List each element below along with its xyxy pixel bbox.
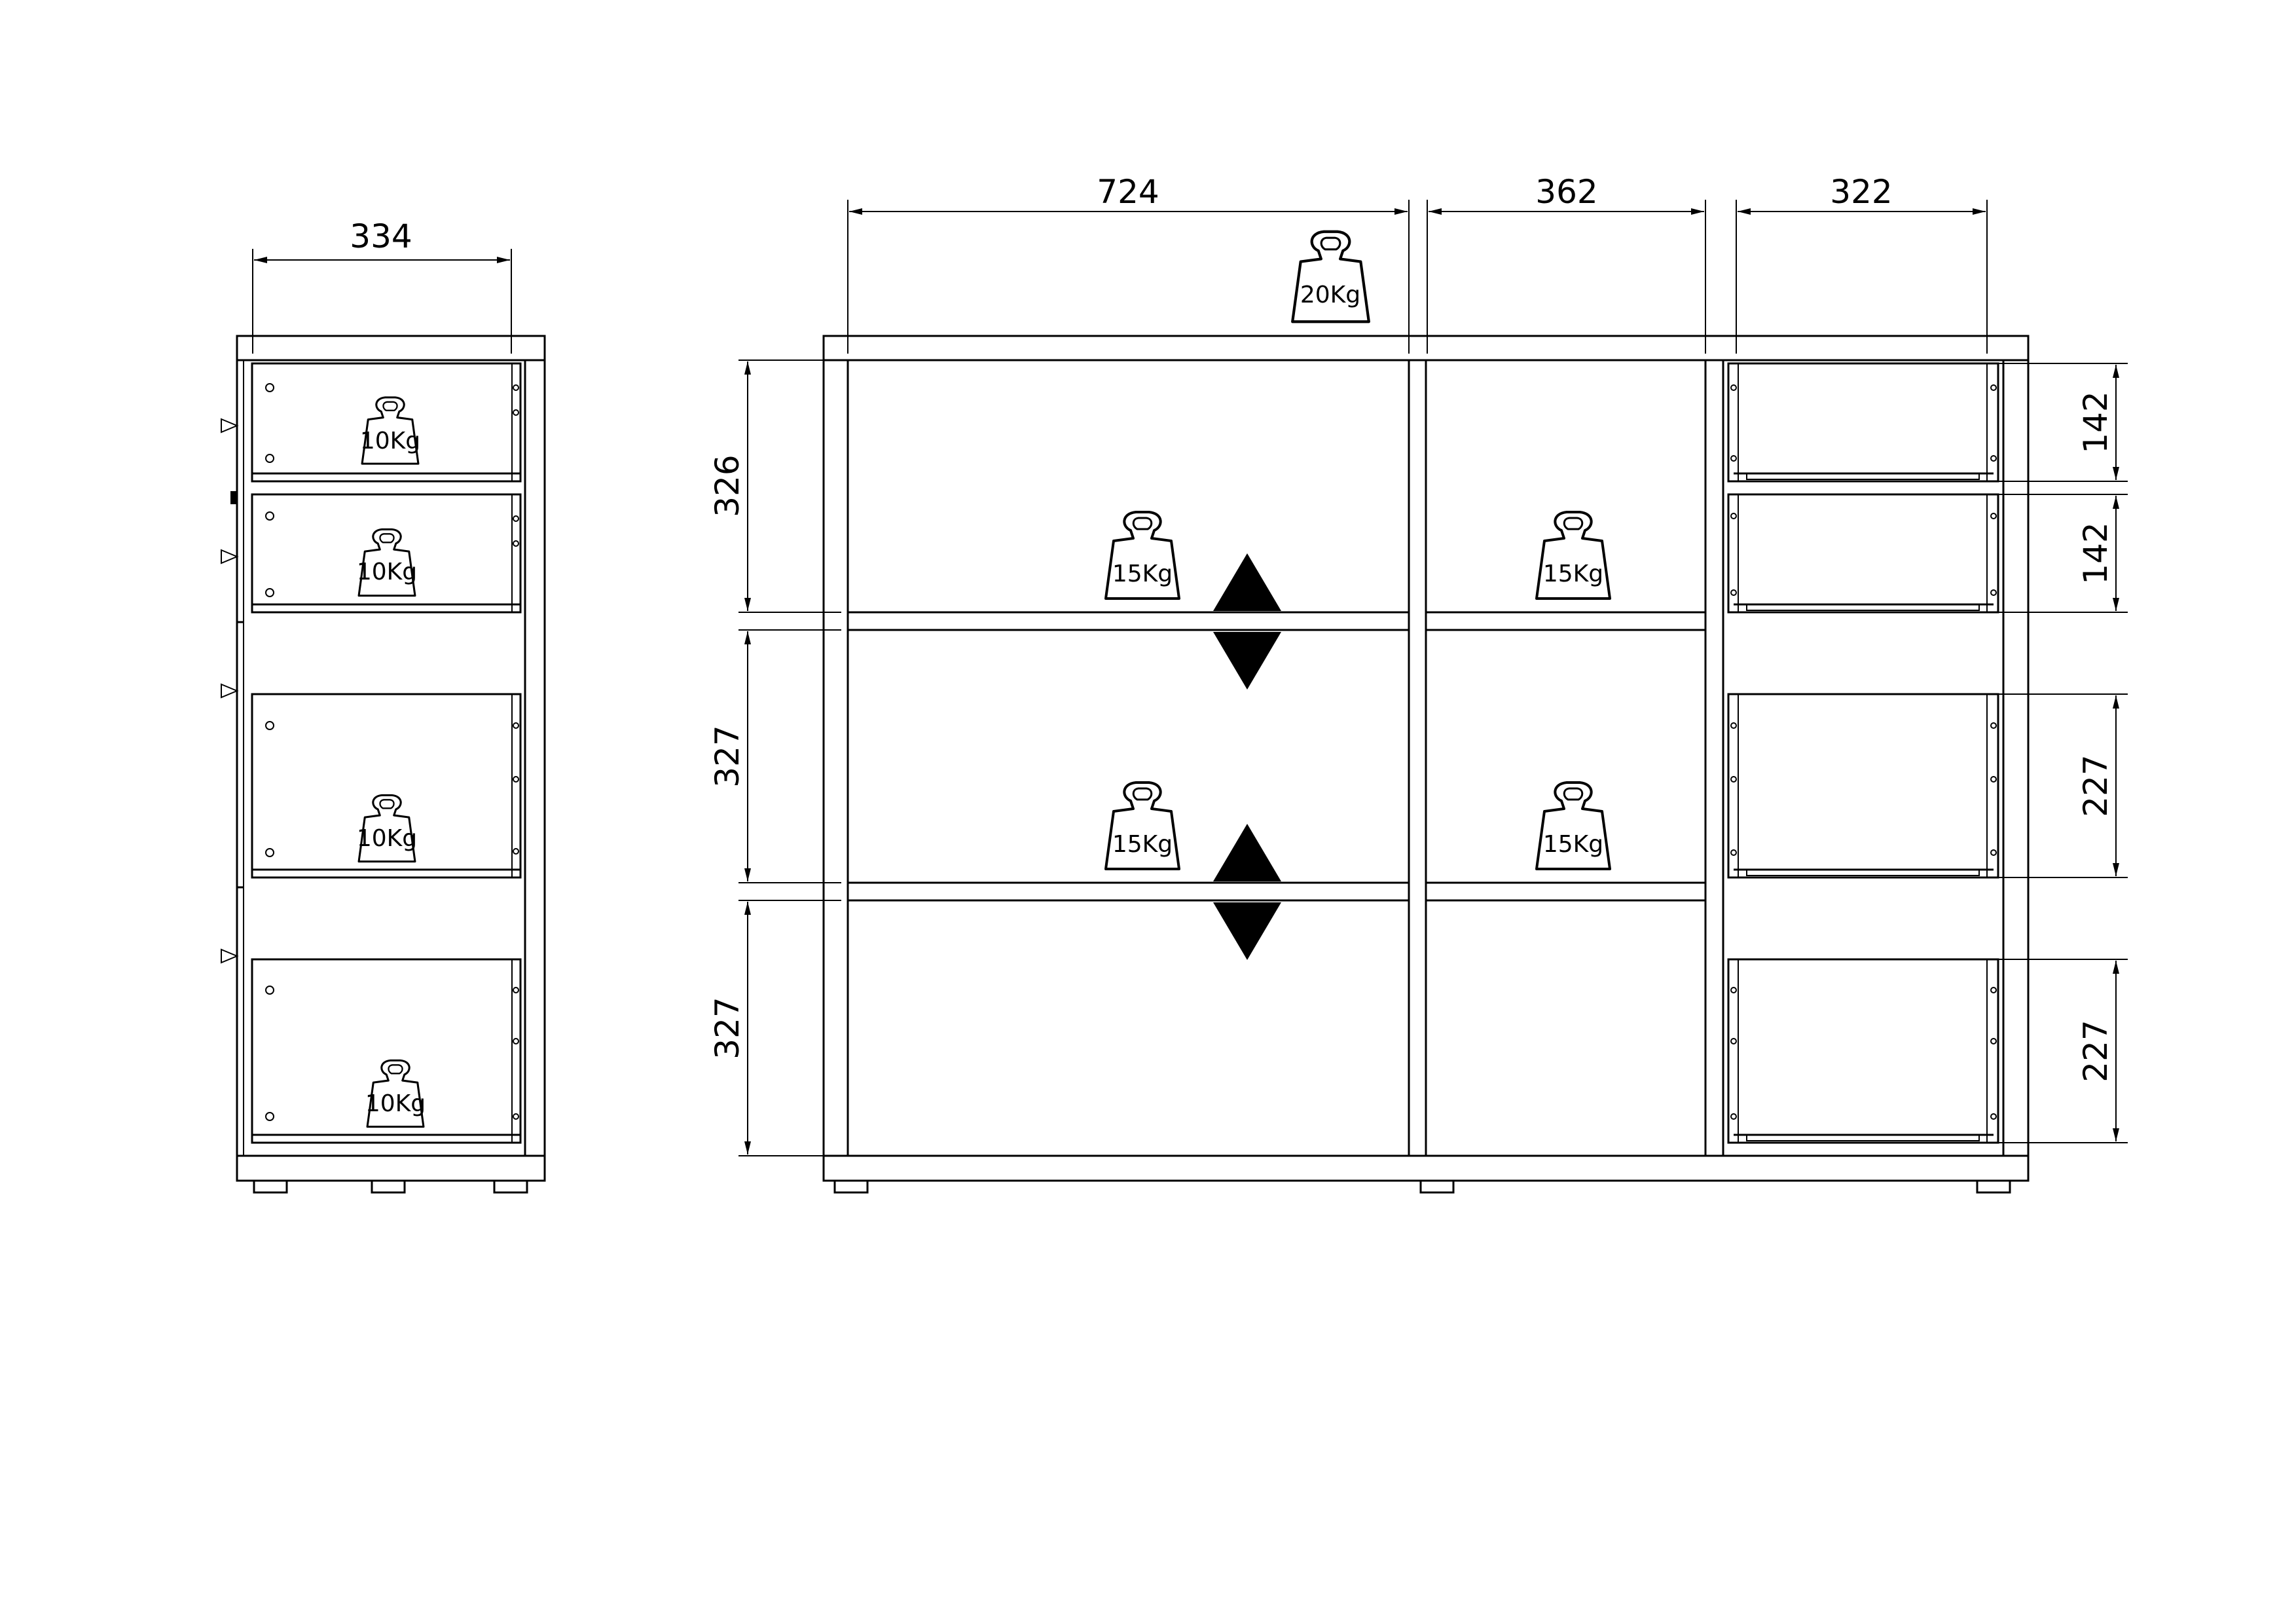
foot <box>833 1179 869 1194</box>
front-view: 724 362 322 20Kg <box>708 173 2128 1194</box>
foot <box>253 1179 288 1194</box>
width-label-322: 322 <box>1830 173 1892 211</box>
front-drawer <box>1727 362 1999 483</box>
drawer-height-label-227-second: 227 <box>2077 1020 2115 1082</box>
drawer-load-label: 10Kg <box>357 825 417 852</box>
foot <box>1976 1179 2011 1194</box>
side-view: 334 10Kg <box>221 217 546 1194</box>
front-width-dimensions: 724 362 322 <box>847 173 1988 354</box>
shelf-load-label: 15Kg <box>1543 561 1603 587</box>
shelf-load-label: 15Kg <box>1543 831 1603 858</box>
side-drawer: 10Kg <box>251 493 522 614</box>
shelf-load: 15Kg <box>1106 512 1179 599</box>
foot <box>1419 1179 1455 1194</box>
front-cabinet-body <box>822 335 2030 1194</box>
shelf-height-dimensions: 326 327 327 <box>708 360 841 1156</box>
drawer-load-label: 10Kg <box>360 428 420 454</box>
drawer-handle <box>221 418 239 434</box>
foot <box>371 1179 406 1194</box>
side-width-dimension: 334 <box>252 217 512 354</box>
height-label-327-lower: 327 <box>708 997 746 1059</box>
width-label-724: 724 <box>1097 173 1159 211</box>
top-load: 20Kg <box>1292 232 1369 322</box>
adjust-shelf-arrows <box>1213 553 1281 690</box>
drawer-handle <box>221 948 239 964</box>
front-drawer <box>1727 958 1999 1144</box>
front-drawer <box>1727 693 1999 879</box>
arrow-down-icon <box>1213 632 1281 690</box>
drawer-height-dimensions: 142 142 227 227 <box>1994 363 2128 1143</box>
arrow-up-icon <box>1213 553 1281 611</box>
arrow-down-icon <box>1213 902 1281 960</box>
side-cabinet-body <box>221 335 546 1194</box>
top-load-label: 20Kg <box>1300 282 1360 308</box>
side-drawer: 10Kg <box>251 958 522 1144</box>
drawer-handle <box>221 549 239 564</box>
foot <box>493 1179 528 1194</box>
drawer-load-label: 10Kg <box>357 559 417 585</box>
shelf-load: 15Kg <box>1106 783 1179 869</box>
front-drawer <box>1727 493 1999 614</box>
drawer-height-label-142: 142 <box>2077 391 2115 453</box>
shelf-load: 15Kg <box>1537 512 1610 599</box>
drawer-height-label-227: 227 <box>2077 754 2115 817</box>
shelf-load-label: 15Kg <box>1112 831 1173 858</box>
shelf-load-label: 15Kg <box>1112 561 1173 587</box>
height-label-327: 327 <box>708 725 746 787</box>
drawer-load-label: 10Kg <box>365 1090 426 1117</box>
width-label-362: 362 <box>1535 173 1597 211</box>
drawer-handle <box>221 683 239 699</box>
side-width-label: 334 <box>350 217 412 255</box>
side-drawer: 10Kg <box>251 693 522 879</box>
side-drawer: 10Kg <box>251 362 522 483</box>
drawer-height-label-142-second: 142 <box>2077 522 2115 584</box>
adjust-shelf-arrows <box>1213 824 1281 960</box>
shelf-load: 15Kg <box>1537 783 1610 869</box>
height-label-326: 326 <box>708 454 746 517</box>
arrow-up-icon <box>1213 824 1281 881</box>
